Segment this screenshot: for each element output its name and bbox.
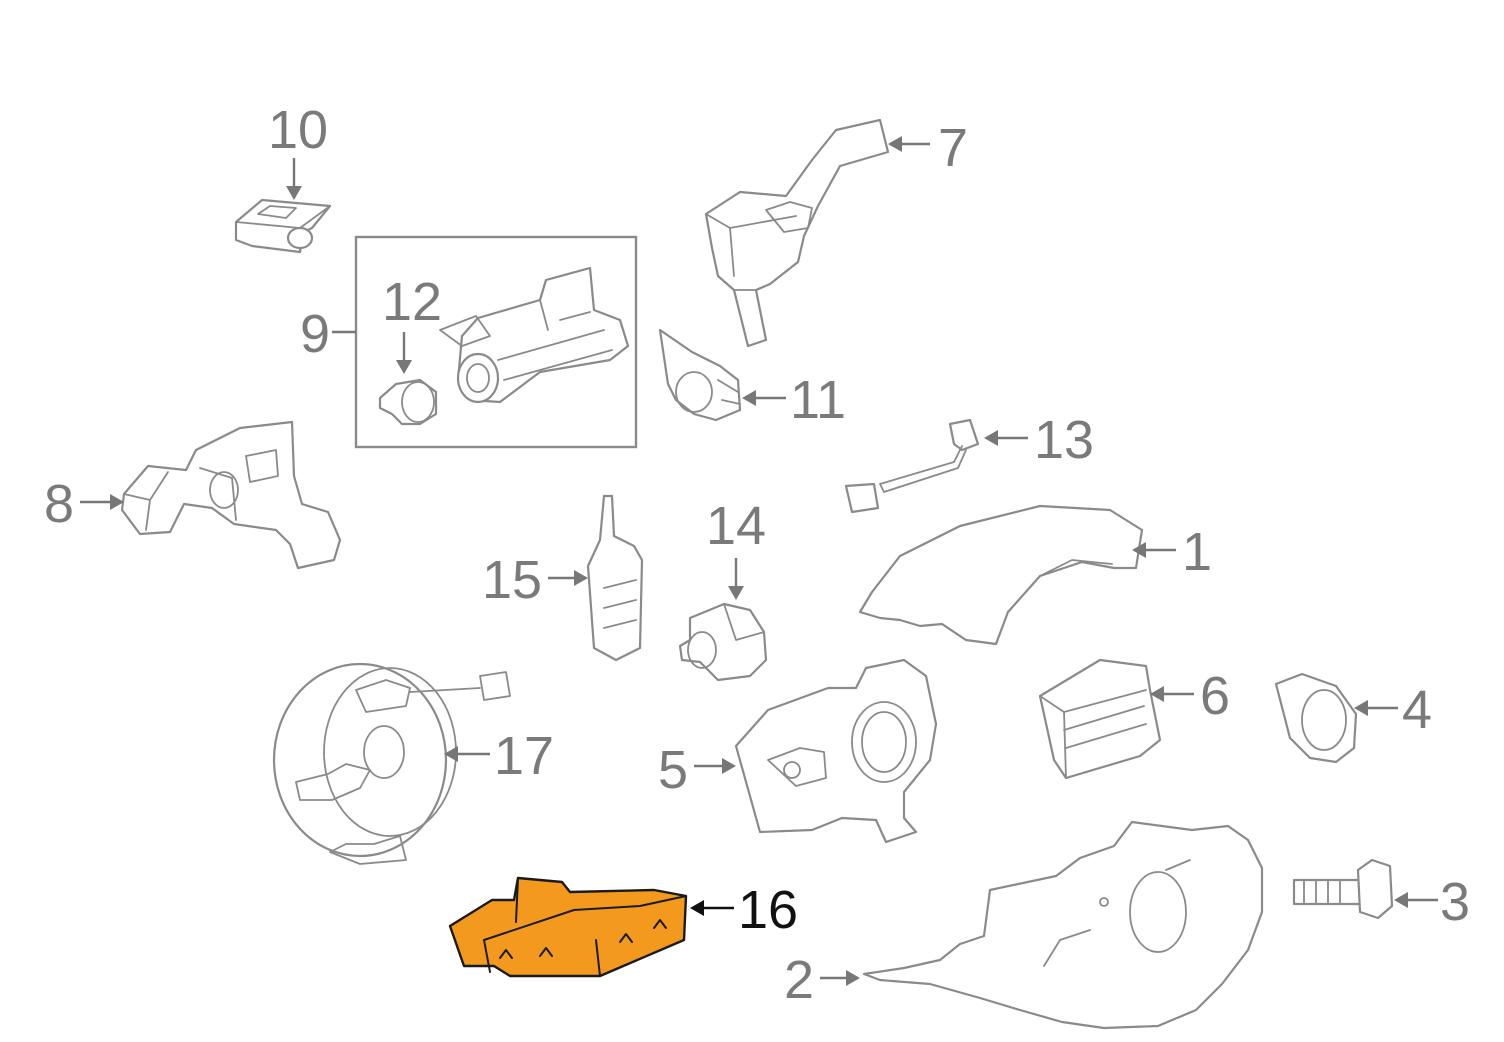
callout-10: 10	[268, 100, 328, 200]
callout-7: 7	[888, 118, 968, 178]
part-3-bolt[interactable]	[1292, 858, 1394, 920]
callout-11: 11	[742, 370, 846, 430]
part-1-upper-cover[interactable]	[858, 504, 1144, 646]
callout-6-label: 6	[1200, 666, 1230, 726]
callout-8-label: 8	[44, 474, 74, 534]
callout-16-label: 16	[738, 880, 798, 940]
part-15-key[interactable]	[586, 494, 644, 662]
part-11-bracket[interactable]	[658, 328, 742, 422]
callout-17-label: 17	[494, 726, 554, 786]
part-5-switch-housing[interactable]	[734, 658, 938, 844]
part-9-group-frame	[354, 235, 638, 449]
callout-7-label: 7	[938, 118, 968, 178]
part-12-lock-cylinder[interactable]	[378, 378, 438, 426]
callout-5: 5	[658, 740, 736, 800]
part-9-lock-housing[interactable]	[439, 266, 630, 404]
callout-6: 6	[1150, 666, 1230, 726]
part-7-wiper-switch[interactable]	[704, 118, 890, 348]
part-6-module[interactable]	[1038, 658, 1162, 780]
callout-5-label: 5	[658, 740, 688, 800]
callout-2-label: 2	[784, 950, 814, 1010]
part-8-turn-signal-switch[interactable]	[120, 420, 342, 570]
part-10-sensor[interactable]	[234, 198, 332, 254]
part-16-control-module[interactable]	[448, 876, 688, 978]
callout-15-label: 15	[482, 550, 542, 610]
callout-9-label: 9	[300, 304, 330, 364]
callout-9: 9	[300, 304, 356, 364]
part-4-knob[interactable]	[1274, 672, 1358, 764]
callout-4-label: 4	[1402, 680, 1432, 740]
callout-1-label: 1	[1182, 522, 1212, 582]
callout-17: 17	[444, 726, 554, 786]
callout-1: 1	[1132, 522, 1212, 582]
callout-8: 8	[44, 474, 124, 534]
callout-12-label: 12	[382, 272, 442, 332]
part-2-lower-cover[interactable]	[862, 820, 1264, 1030]
callout-14: 14	[706, 496, 766, 600]
part-13-harness[interactable]	[844, 418, 980, 514]
callout-3-label: 3	[1440, 872, 1470, 932]
callout-4: 4	[1354, 680, 1432, 740]
callout-15: 15	[482, 550, 588, 610]
callout-14-label: 14	[706, 496, 766, 556]
part-14-ignition-switch[interactable]	[678, 602, 768, 682]
callout-10-label: 10	[268, 100, 328, 160]
part-17-clock-spring[interactable]	[272, 662, 511, 865]
callout-3: 3	[1394, 872, 1470, 932]
callout-13: 13	[984, 410, 1094, 470]
callout-2: 2	[784, 950, 860, 1010]
callout-13-label: 13	[1034, 410, 1094, 470]
callout-11-label: 11	[790, 370, 846, 430]
callout-16: 16	[690, 880, 798, 940]
callout-12: 12	[382, 272, 442, 374]
